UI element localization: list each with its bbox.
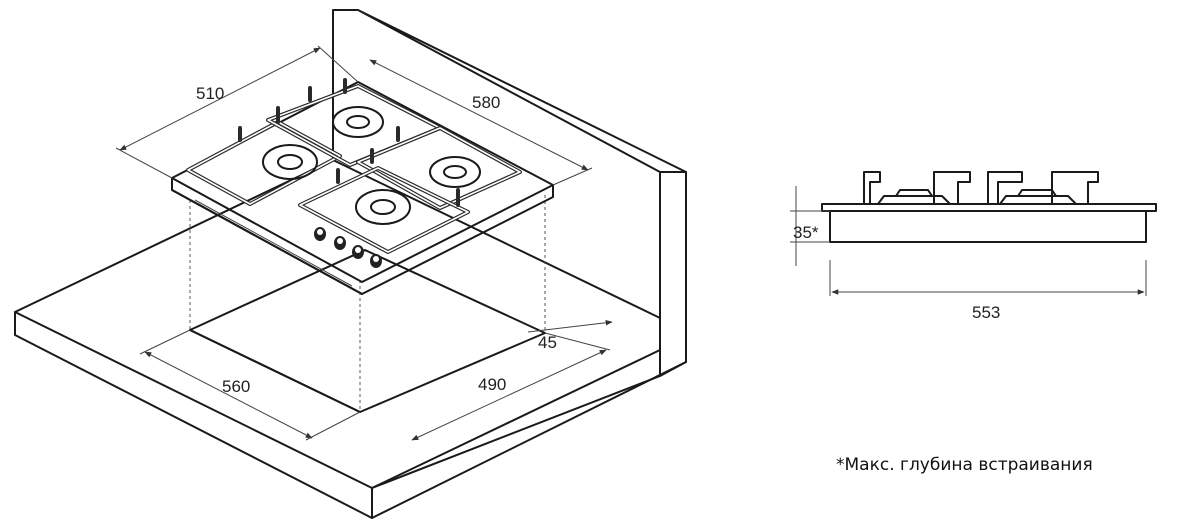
dim-45: 45 bbox=[538, 333, 557, 352]
burner-front-left bbox=[262, 144, 318, 180]
burner-back-right bbox=[429, 156, 481, 188]
dim-560: 560 bbox=[222, 377, 250, 396]
knob-1 bbox=[314, 227, 326, 241]
knob-2 bbox=[334, 236, 346, 250]
projection-lines bbox=[189, 195, 546, 412]
dim-580: 580 bbox=[472, 93, 500, 112]
dim-35: 35* bbox=[793, 223, 819, 242]
knob-4 bbox=[370, 254, 382, 268]
gas-hob bbox=[171, 78, 554, 295]
dim-553: 553 bbox=[972, 303, 1000, 322]
knob-3 bbox=[352, 245, 364, 259]
side-view bbox=[790, 171, 1157, 296]
footnote-text: *Макс. глубина встраивания bbox=[836, 455, 1093, 475]
dim-510: 510 bbox=[196, 84, 224, 103]
dimension-lines bbox=[115, 45, 613, 441]
control-knobs bbox=[314, 227, 382, 268]
dimension-labels: 510 580 560 490 45 bbox=[196, 84, 557, 396]
dim-490: 490 bbox=[478, 375, 506, 394]
burner-front-right bbox=[355, 189, 411, 225]
burner-back-left bbox=[332, 106, 384, 138]
